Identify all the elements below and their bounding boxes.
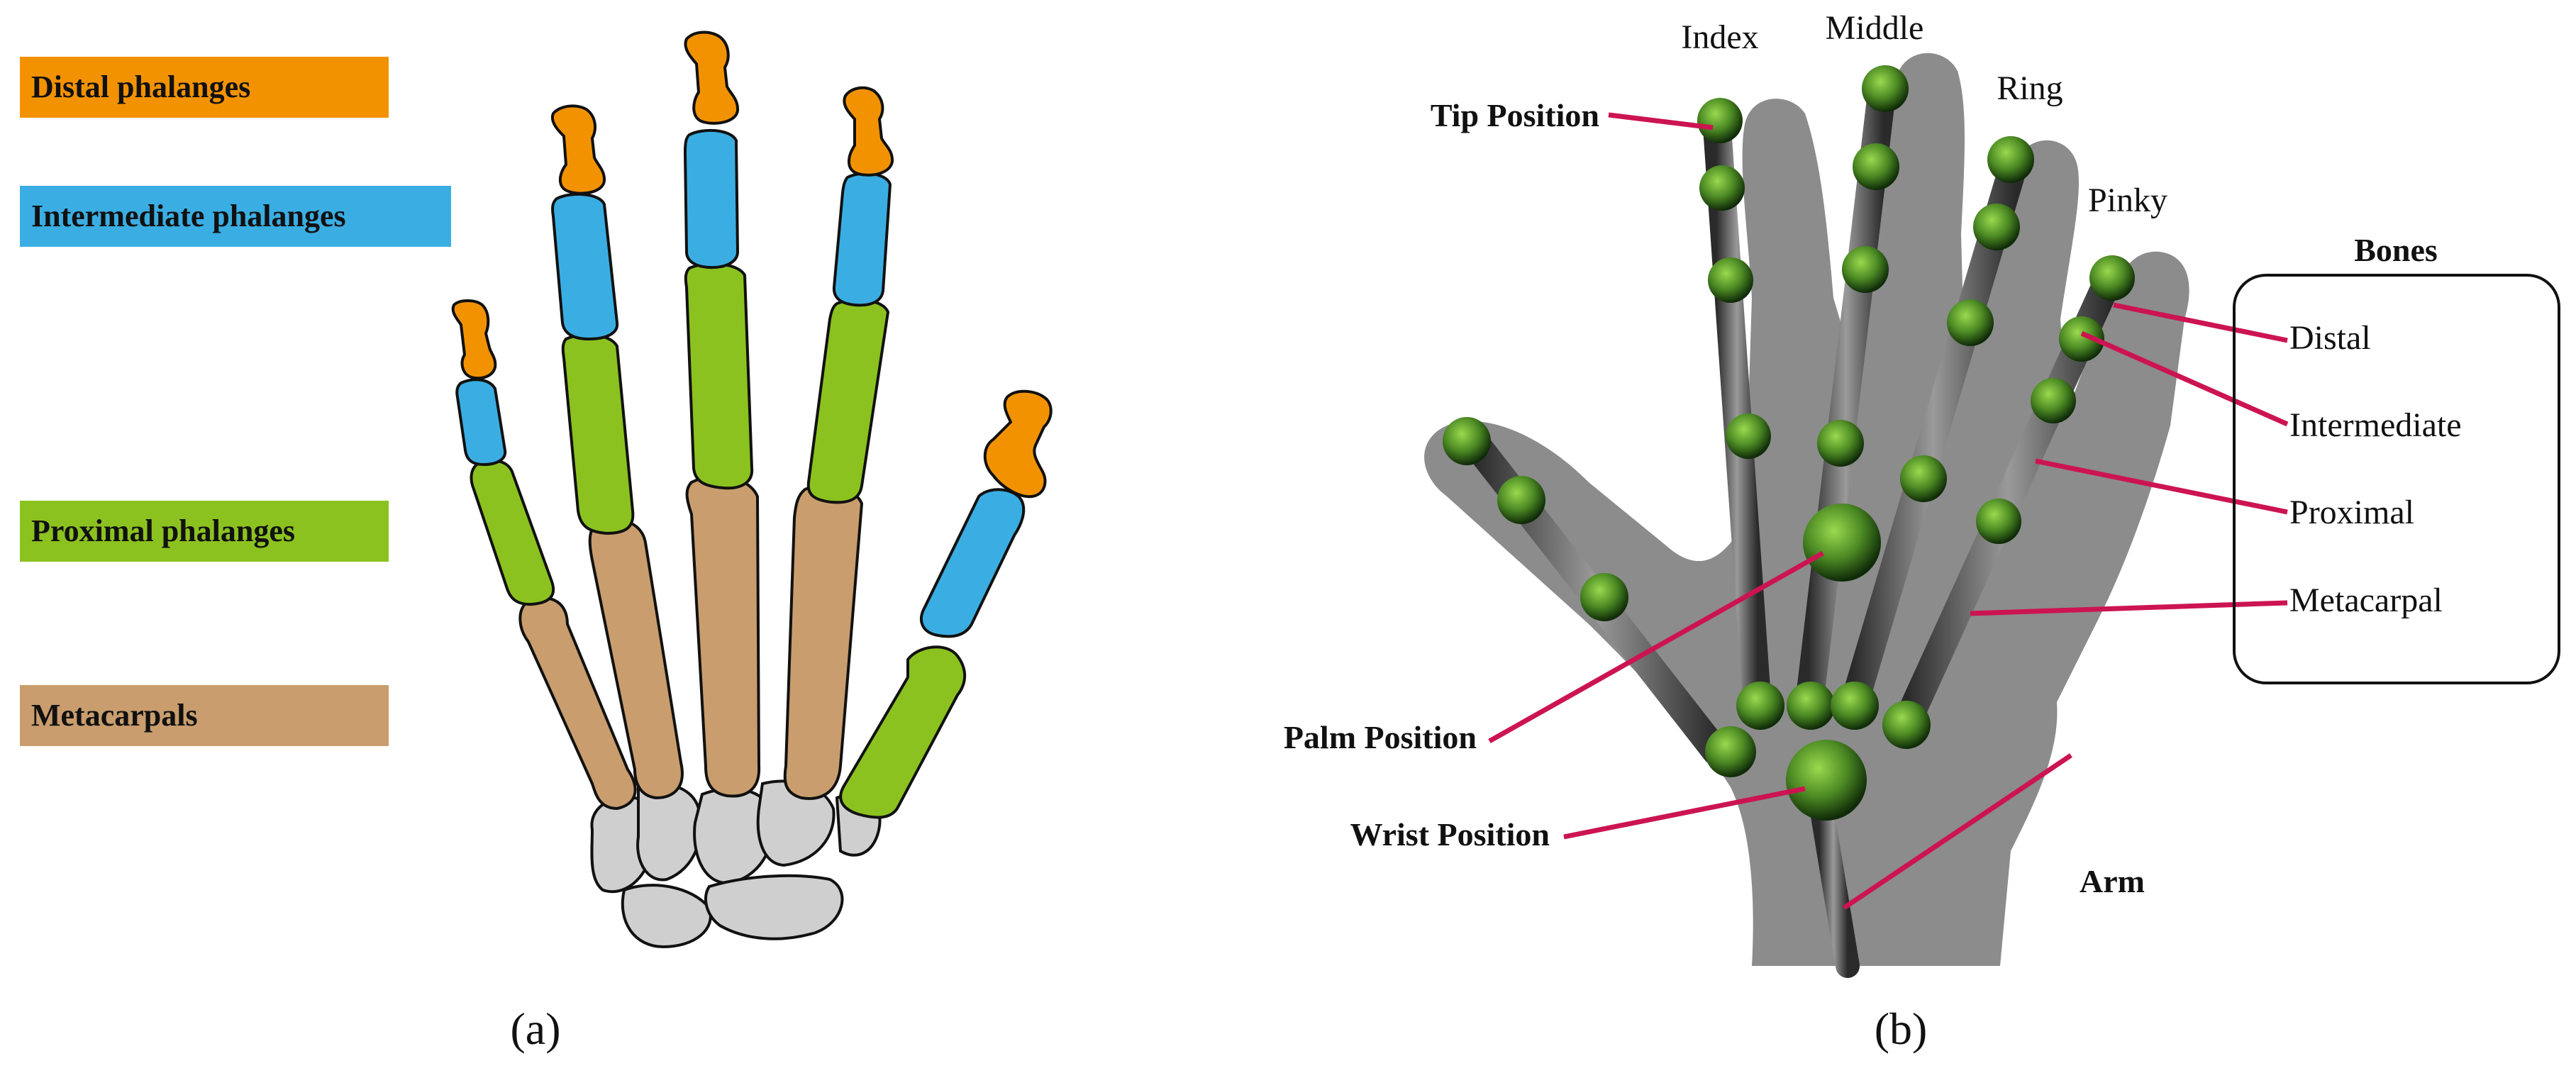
bones-legend-box xyxy=(2233,274,2560,684)
legend-label-metacarpals: Metacarpals xyxy=(31,698,198,733)
intermediate-bones xyxy=(455,128,1026,638)
legend-swatch-distal xyxy=(20,57,389,118)
wrist-position-label: Wrist Position xyxy=(1350,816,1550,852)
bones-legend-title: Bones xyxy=(2354,232,2438,268)
finger-label-middle: Middle xyxy=(1826,9,1924,47)
finger-label-pinky: Pinky xyxy=(2088,182,2167,219)
caption-b: (b) xyxy=(1875,1004,1928,1054)
bone-label-intermediate: Intermediate xyxy=(2289,406,2462,444)
ring-bone xyxy=(1838,149,2028,723)
joint-spheres xyxy=(1443,65,2135,821)
proximal-bones xyxy=(470,262,967,819)
tracked-hand xyxy=(1424,52,2289,978)
distal-bones xyxy=(451,30,1053,499)
legend-swatch-metacarpals xyxy=(20,685,389,746)
bone-label-metacarpal: Metacarpal xyxy=(2289,582,2443,619)
wrist-sphere xyxy=(1786,740,1867,821)
legend-swatch-proximal xyxy=(20,501,389,562)
hand-silhouette xyxy=(1424,52,2189,966)
tip-position-label: Tip Position xyxy=(1431,97,1599,133)
legend-label-proximal: Proximal phalanges xyxy=(31,513,296,548)
bone-label-distal: Distal xyxy=(2289,319,2371,357)
arm-label: Arm xyxy=(2080,863,2145,899)
carpal-bones xyxy=(590,779,882,949)
palm-sphere xyxy=(1803,504,1881,582)
legend-label-intermediate: Intermediate phalanges xyxy=(31,199,346,233)
bone-label-proximal: Proximal xyxy=(2289,494,2414,531)
palm-position-label: Palm Position xyxy=(1284,719,1477,755)
metacarpal-bones xyxy=(518,474,864,811)
legend-label-distal: Distal phalanges xyxy=(31,70,251,104)
finger-label-index: Index xyxy=(1681,18,1758,56)
index-bone xyxy=(1702,103,1772,723)
skeleton-hand xyxy=(451,30,1053,949)
legend-swatch-intermediate xyxy=(20,186,451,247)
finger-label-ring: Ring xyxy=(1997,70,2063,107)
arm-bone xyxy=(1807,782,1860,978)
caption-a: (a) xyxy=(510,1004,560,1054)
